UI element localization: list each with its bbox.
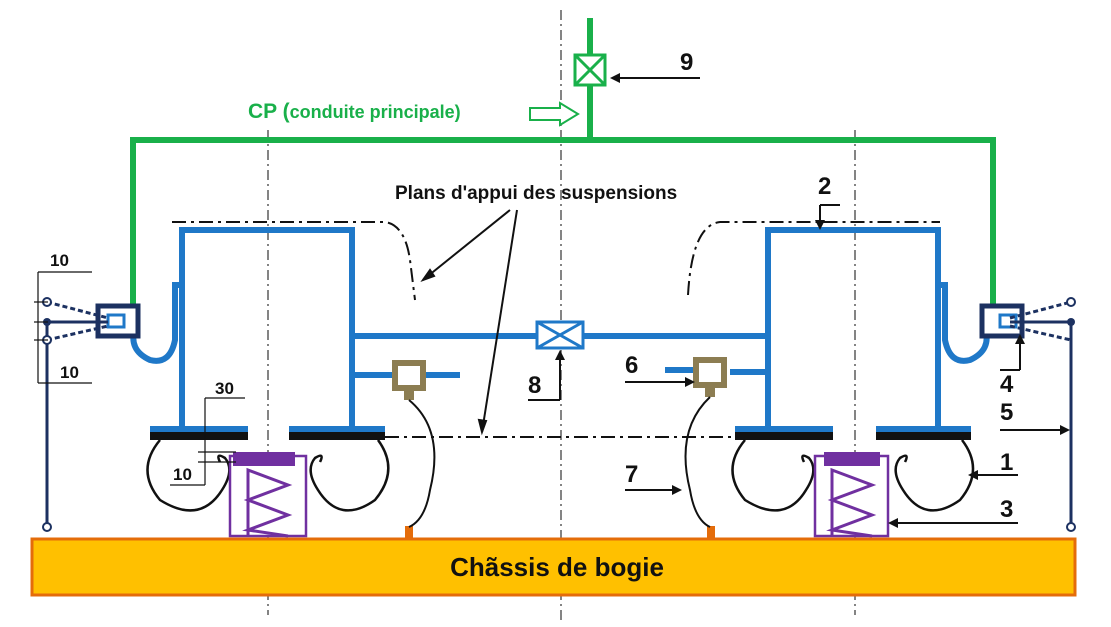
- chassis-stud-left: [405, 526, 413, 540]
- dim-10-top: 10: [50, 251, 69, 270]
- left-level-linkage: [42, 297, 141, 532]
- chassis-rect: [30, 537, 1077, 597]
- left-frame: [130, 227, 770, 430]
- dim-10-bottom: 10: [60, 363, 79, 382]
- callout-4: 4: [1000, 371, 1014, 398]
- valve-9: [573, 53, 607, 87]
- leveling-valve-right: [693, 357, 727, 397]
- emergency-spring-left: [228, 452, 308, 538]
- leveling-valve-left: [392, 360, 426, 400]
- callout-3: 3: [1000, 496, 1013, 523]
- upper-plane-right: [687, 221, 940, 296]
- callout-9: 9: [680, 49, 693, 76]
- valve-8: [535, 320, 585, 350]
- callout-7: 7: [625, 461, 638, 488]
- callout-1: 1: [1000, 449, 1013, 476]
- right-level-linkage: [979, 297, 1076, 532]
- dim-30: 30: [215, 379, 234, 398]
- callout-arrowheads: [555, 73, 1070, 528]
- cp-label: CP (conduite principale): [248, 100, 461, 123]
- cp-pipe: [130, 137, 996, 306]
- valve-hoses: [408, 396, 711, 528]
- plans-label: Plans d'appui des suspensions: [395, 183, 677, 204]
- callout-leaders: [528, 77, 1068, 524]
- callout-6: 6: [625, 352, 638, 379]
- main-pipe: [130, 18, 996, 306]
- emergency-spring-right: [813, 452, 890, 538]
- dim-10-small: 10: [173, 465, 192, 484]
- chassis-stud-right: [707, 526, 715, 540]
- spring-plates: [150, 426, 971, 440]
- dimension-lines: [34, 271, 245, 486]
- upper-plane-left: [172, 221, 416, 301]
- callout-5: 5: [1000, 399, 1013, 426]
- plans-leaders: [420, 209, 518, 436]
- callout-2: 2: [818, 173, 831, 200]
- cp-arrow: [529, 101, 580, 127]
- right-frame: [665, 227, 990, 430]
- callout-8: 8: [528, 372, 541, 399]
- suspension-planes: [172, 221, 940, 438]
- bogie-chassis: Chãssis de bogie: [30, 526, 1077, 597]
- chassis-label: Chãssis de bogie: [450, 552, 664, 582]
- air-bellows: [146, 439, 975, 512]
